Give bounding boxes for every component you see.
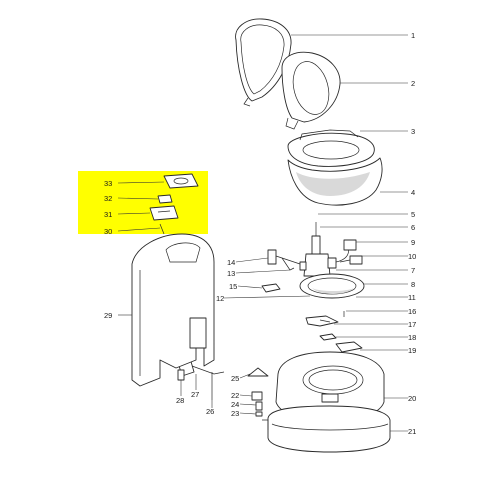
part-seat-ring xyxy=(281,51,341,130)
leader-lines xyxy=(117,34,408,432)
part-lid-frame xyxy=(235,18,292,107)
callout-32: 32 xyxy=(104,194,112,203)
callout-8: 8 xyxy=(411,280,415,289)
callout-16: 16 xyxy=(408,307,416,316)
callout-12: 12 xyxy=(216,294,224,303)
part-tank-base xyxy=(262,405,391,453)
callout-2: 2 xyxy=(411,79,415,88)
callout-22: 22 xyxy=(231,391,239,400)
part-brackets xyxy=(305,311,363,353)
part-bowl xyxy=(287,157,383,206)
callout-20: 20 xyxy=(408,394,416,403)
callout-11: 11 xyxy=(408,293,416,302)
callout-24: 24 xyxy=(231,400,239,409)
callout-25: 25 xyxy=(231,374,239,383)
callout-5: 5 xyxy=(411,210,415,219)
callout-28: 28 xyxy=(176,396,184,405)
callout-19: 19 xyxy=(408,346,416,355)
part-valve-assembly xyxy=(261,222,365,299)
callout-4: 4 xyxy=(411,188,415,197)
part-hatch-components xyxy=(149,173,199,235)
callout-31: 31 xyxy=(104,210,112,219)
callout-9: 9 xyxy=(411,238,415,247)
callout-26: 26 xyxy=(206,407,214,416)
callout-15: 15 xyxy=(229,282,237,291)
callout-21: 21 xyxy=(408,427,416,436)
callout-33: 33 xyxy=(104,179,112,188)
callout-29: 29 xyxy=(104,311,112,320)
part-small-valve xyxy=(247,367,269,417)
callout-10: 10 xyxy=(408,252,416,261)
callout-23: 23 xyxy=(231,409,239,418)
part-seat-adapter xyxy=(287,129,375,167)
callout-30: 30 xyxy=(104,227,112,236)
callout-7: 7 xyxy=(411,266,415,275)
callout-numbers: 1 2 3 4 5 6 7 8 9 10 11 12 13 14 15 16 1… xyxy=(104,31,416,436)
callout-6: 6 xyxy=(411,223,415,232)
callout-3: 3 xyxy=(411,127,415,136)
callout-18: 18 xyxy=(408,333,416,342)
callout-13: 13 xyxy=(227,269,235,278)
callout-1: 1 xyxy=(411,31,415,40)
part-housing xyxy=(131,233,215,387)
callout-14: 14 xyxy=(227,258,235,267)
callout-17: 17 xyxy=(408,320,416,329)
callout-27: 27 xyxy=(191,390,199,399)
